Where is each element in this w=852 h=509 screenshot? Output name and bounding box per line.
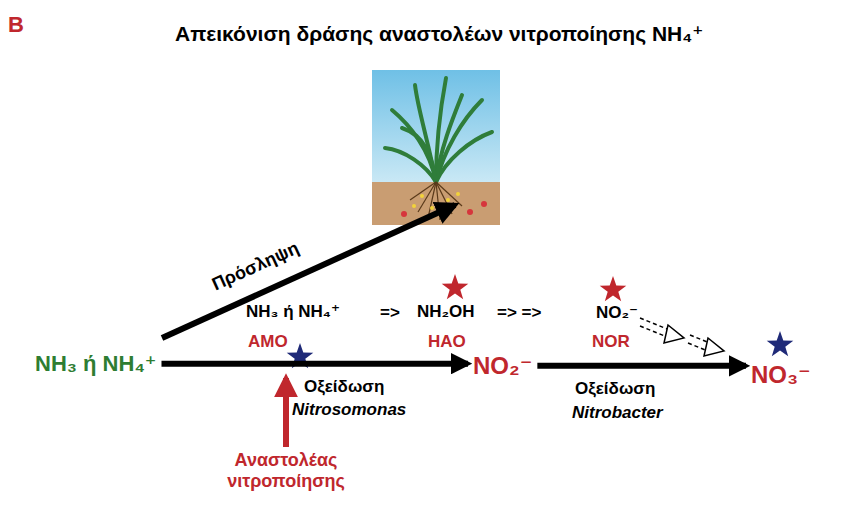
diagram-title: Απεικόνιση δράσης αναστολέων νιτροποίηση…	[175, 22, 703, 46]
species-label: NO₂⁻	[596, 303, 638, 323]
dashed-arrows	[640, 318, 724, 356]
arrow-symbol: =>	[380, 303, 400, 323]
species-label: NH₂OH	[417, 302, 475, 322]
enzyme-label: NOR	[592, 332, 630, 352]
uptake-arrow	[162, 205, 455, 338]
species-node: NO₃⁻	[748, 360, 814, 390]
reaction-arrow	[161, 361, 468, 367]
species-node: NH₃ ή NH₄⁺	[32, 350, 159, 377]
enzyme-label: AMO	[248, 332, 288, 352]
species-label: NH₃ ή NH₄⁺	[246, 302, 340, 322]
panel-letter: B	[8, 12, 24, 37]
bacterium-label: Nitrobacter	[572, 403, 663, 423]
arrow-symbol: => =>	[497, 303, 541, 323]
plant-picture	[372, 70, 500, 225]
process-label: Οξείδωση	[304, 377, 384, 397]
node-text: NH₃ ή NH₄⁺	[35, 351, 156, 376]
process-label: Οξείδωση	[575, 379, 655, 399]
inhibitor-label: Αναστολέας νιτροποίησης	[206, 450, 366, 491]
node-text: NO₂⁻	[473, 352, 532, 380]
species-node: NO₂⁻	[470, 351, 535, 381]
enzyme-label: HAO	[428, 332, 466, 352]
inhibitor-arrow	[283, 378, 289, 447]
enzyme-stars	[287, 274, 794, 368]
node-text: NO₃⁻	[751, 361, 811, 389]
bacterium-label: Nitrosomonas	[292, 400, 406, 420]
reaction-arrow	[537, 363, 746, 369]
arrow-label: Πρόσληψη	[209, 237, 302, 294]
